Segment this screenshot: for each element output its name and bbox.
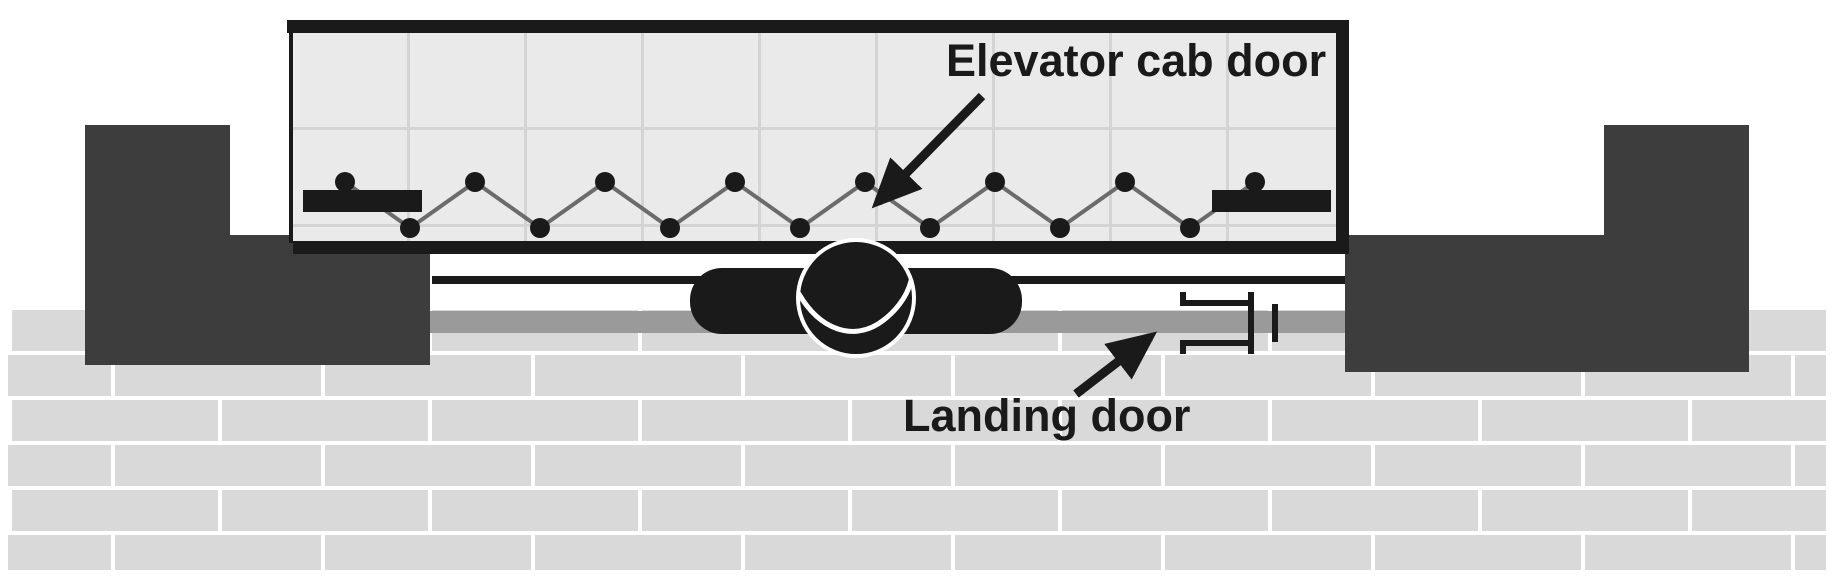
cab-walls	[287, 20, 1349, 254]
lock-bar-secondary	[1272, 304, 1278, 342]
lock-prong-tip	[1180, 292, 1186, 306]
landing-door-arrow	[1073, 331, 1158, 398]
linkage-pivot	[530, 218, 550, 238]
cab-door-arrow	[871, 92, 986, 209]
lock-bar-main	[1248, 292, 1254, 354]
linkage-pivot	[400, 218, 420, 238]
linkage-pivot	[660, 218, 680, 238]
cab-door-sill	[293, 241, 1345, 254]
linkage-pivot	[855, 172, 875, 192]
linkage-pivot	[335, 172, 355, 192]
linkage-pivot	[1050, 218, 1070, 238]
door-guide-right	[1212, 190, 1331, 212]
lock-prong-tip	[1180, 340, 1186, 354]
left-wall-block	[85, 125, 430, 365]
linkage-pivot	[1115, 172, 1135, 192]
person-head	[796, 238, 916, 358]
cab-right-wall	[1336, 20, 1349, 254]
right-wall-block	[1345, 125, 1749, 372]
lock-prong-bottom	[1180, 340, 1252, 346]
door-guide-left	[303, 190, 422, 212]
linkage-pivot	[1245, 172, 1265, 192]
diagram-labels: Elevator cab door Landing door	[903, 35, 1326, 441]
lock-prong-top	[1180, 300, 1252, 306]
linkage-pivot	[1180, 218, 1200, 238]
linkage-pivot	[595, 172, 615, 192]
cab-left-wall	[289, 20, 293, 243]
linkage-pivot	[790, 218, 810, 238]
linkage-pivot	[465, 172, 485, 192]
landing-door-label: Landing door	[903, 390, 1190, 441]
linkage-pivot	[920, 218, 940, 238]
elevator-cab	[287, 20, 1349, 254]
cab-door-label: Elevator cab door	[946, 35, 1326, 86]
linkage-pivots	[335, 172, 1265, 238]
landing-door-lock	[1180, 292, 1278, 354]
person-top-view	[690, 238, 1022, 358]
cab-top-wall	[287, 20, 1349, 33]
person-hair-part	[796, 278, 914, 334]
door-guides	[303, 190, 1331, 212]
linkage-pivot	[725, 172, 745, 192]
linkage-pivot	[985, 172, 1005, 192]
